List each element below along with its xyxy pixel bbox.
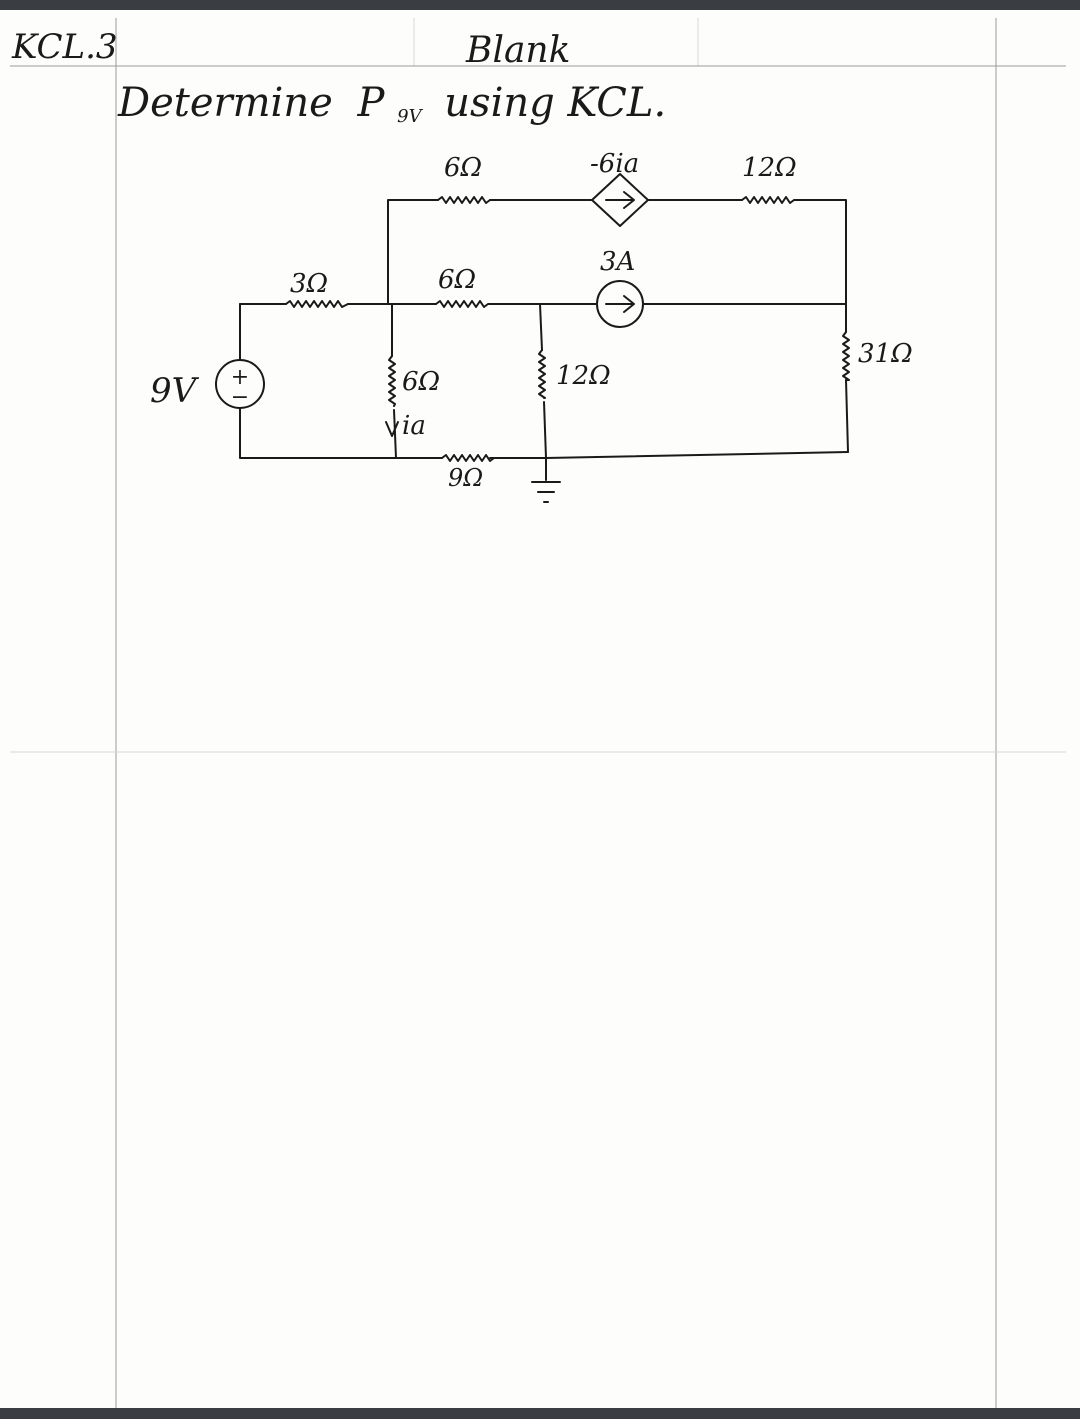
- voltage-source-circle: [215, 359, 265, 409]
- ground-icon: [531, 481, 561, 503]
- circuit-diagram: + − 9V 3Ω 6Ω -6ia 12Ω 6Ω 3A 6Ω ia 12Ω: [150, 149, 913, 503]
- question-prefix: Determine: [117, 80, 333, 126]
- resistor-6ohm-top: [437, 196, 491, 204]
- ground-symbol: [531, 481, 561, 503]
- voltage-source-9v: + −: [215, 359, 265, 410]
- problem-id: KCL.3: [11, 27, 118, 67]
- question-text: Determine P 9V using KCL.: [117, 80, 666, 132]
- resistor-12ohm-top: [741, 196, 797, 204]
- viewer-bottom-bar: [0, 1408, 1080, 1419]
- question-suffix: using KCL.: [444, 80, 666, 126]
- diamond-shape: [591, 173, 649, 227]
- wire-6ohm-vert-bottom: [393, 409, 397, 459]
- current-label-base: i: [402, 411, 410, 441]
- resistor-12ohm-vertical: [538, 349, 546, 399]
- label-12ohm-top: 12Ω: [742, 153, 797, 183]
- wire-12ohm-vert-top: [539, 303, 543, 351]
- arrow-right-icon: [605, 191, 635, 209]
- label-current-ia: ia: [402, 411, 426, 441]
- label-6ohm-top: 6Ω: [444, 153, 482, 183]
- resistor-9ohm: [441, 454, 495, 462]
- label-6ohm-vertical: 6Ω: [402, 367, 440, 397]
- label-6ohm-middle: 6Ω: [438, 265, 476, 295]
- label-3ohm: 3Ω: [290, 269, 328, 299]
- label-3a: 3A: [600, 247, 635, 277]
- header-center-label: Blank: [465, 30, 570, 71]
- wire-bottom-right: [489, 451, 849, 459]
- label-12ohm-vertical: 12Ω: [556, 361, 611, 391]
- source-minus-sign: −: [231, 385, 249, 410]
- resistor-6ohm-middle: [435, 300, 491, 308]
- page-ruling: [10, 18, 1066, 1409]
- worksheet-drawing: KCL.3 Blank Determine P 9V using KCL.: [10, 18, 1066, 1409]
- wire-left-lower: [239, 407, 397, 459]
- resistor-31ohm: [842, 331, 850, 381]
- label-31ohm: 31Ω: [858, 339, 913, 369]
- label-dependent-source: -6ia: [590, 149, 639, 179]
- wire-top-branch-left: [387, 199, 439, 305]
- wire-top-right: [795, 199, 847, 333]
- arrow-down-icon: [385, 421, 399, 437]
- power-subscript: 9V: [397, 106, 423, 127]
- label-9v: 9V: [150, 371, 200, 411]
- arrow-right-icon: [605, 295, 635, 313]
- wires: [239, 199, 849, 481]
- label-9ohm: 9Ω: [448, 464, 483, 492]
- power-symbol: P: [356, 80, 385, 126]
- worksheet-page: KCL.3 Blank Determine P 9V using KCL.: [0, 10, 1080, 1409]
- current-source-3a: [596, 280, 644, 328]
- current-source-circle: [596, 280, 644, 328]
- current-label-sub: a: [410, 411, 426, 441]
- dependent-current-source: [591, 173, 649, 227]
- wire-31ohm-bottom: [845, 379, 849, 453]
- resistor-6ohm-vertical: [388, 355, 396, 407]
- wire-12ohm-vert-bottom: [543, 401, 547, 459]
- source-plus-sign: +: [231, 365, 249, 390]
- resistor-3ohm: [285, 300, 349, 308]
